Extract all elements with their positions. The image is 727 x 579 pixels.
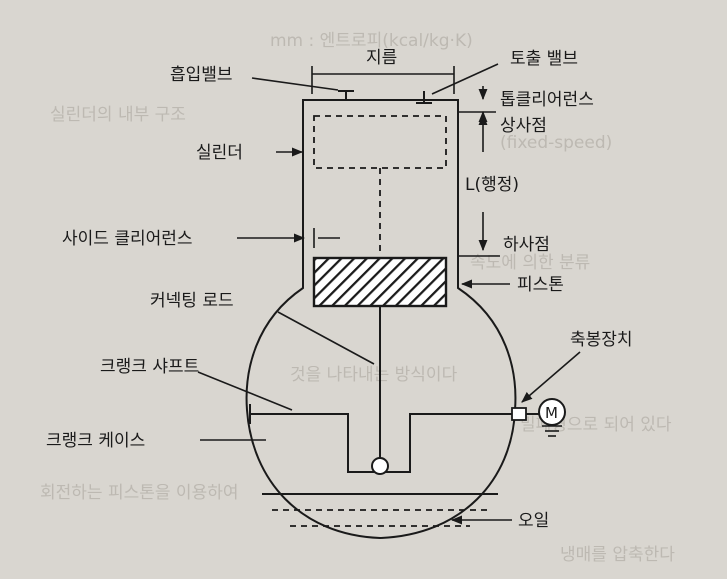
connecting-rod-leader [277,311,375,365]
discharge-valve-label: 토출 밸브 [510,49,578,69]
bleed-text-7: 회전하는 피스톤을 이용하여 [40,483,239,503]
stroke-length-label: L(행정) [465,175,519,195]
tdc-label: 상사점 [500,116,547,136]
crank-case-label: 크랭크 케이스 [46,431,145,451]
crank-shaft-label: 크랭크 샤프트 [100,357,199,377]
bore-label: 지름 [366,48,397,68]
crank-case-outline [245,99,517,540]
side-clearance-label: 사이드 클리어런스 [62,229,193,249]
bdc-label: 하사점 [503,235,550,255]
bleed-text-1: mm : 엔트로피(kcal/kg·K) [270,31,473,51]
motor-label: M [545,404,558,422]
shaft-seal-label: 축봉장치 [570,330,633,350]
bleed-text-4: 속도에 의한 분류 [470,253,590,273]
bleed-text-3: 실린더의 내부 구조 [50,105,186,125]
shaft-seal-arrow [521,351,581,403]
oil-label: 오일 [518,511,549,531]
bleed-text-2: (fixed-speed) [500,133,612,153]
bleed-text-5: 것을 나타내는 방식이다 [290,365,458,385]
top-clearance-label: 톱클리어런스 [500,90,594,110]
bleed-text-8: 냉매를 압축한다 [560,545,675,565]
piston-label: 피스톤 [517,275,564,295]
crank-shaft-leader [197,371,293,411]
shaft-seal [511,407,527,421]
suction-valve-leader [251,77,339,91]
piston [312,256,448,308]
suction-valve-label: 흡입밸브 [170,65,233,85]
motor-icon [538,398,566,426]
connecting-rod-label: 커넥팅 로드 [150,291,234,311]
cylinder-label: 실린더 [196,143,243,163]
discharge-valve-leader [431,63,499,95]
crank-pin [371,457,389,475]
piston-tdc-outline [313,115,447,169]
